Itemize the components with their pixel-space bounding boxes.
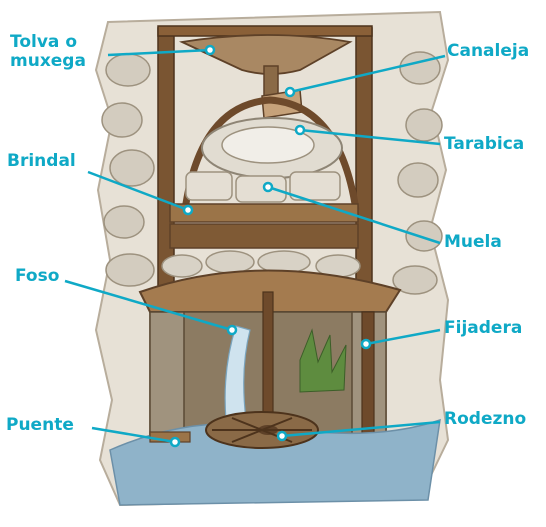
floor-plank-2: [170, 224, 358, 248]
left-post: [158, 28, 174, 290]
endpoint-foso: [228, 326, 236, 334]
label-rodezno: Rodezno: [444, 410, 526, 429]
label-foso: Foso: [15, 267, 59, 286]
label-tolva-line2: muxega: [10, 52, 86, 71]
label-brindal: Brindal: [7, 152, 76, 171]
label-tolva-line1: Tolva o: [10, 33, 86, 52]
label-fijadera: Fijadera: [444, 319, 522, 338]
label-muela: Muela: [444, 233, 502, 252]
label-tarabica: Tarabica: [444, 135, 524, 154]
endpoint-rodezno: [278, 432, 286, 440]
endpoint-puente: [171, 438, 179, 446]
label-puente: Puente: [6, 416, 74, 435]
right-post: [356, 28, 372, 290]
endpoint-tolva: [206, 46, 214, 54]
endpoint-brindal: [184, 206, 192, 214]
endpoint-fijadera: [362, 340, 370, 348]
endpoint-canaleja: [286, 88, 294, 96]
label-canaleja: Canaleja: [447, 42, 529, 61]
label-tolva: Tolva o muxega: [10, 33, 86, 71]
endpoint-tarabica: [296, 126, 304, 134]
endpoint-muela: [264, 183, 272, 191]
